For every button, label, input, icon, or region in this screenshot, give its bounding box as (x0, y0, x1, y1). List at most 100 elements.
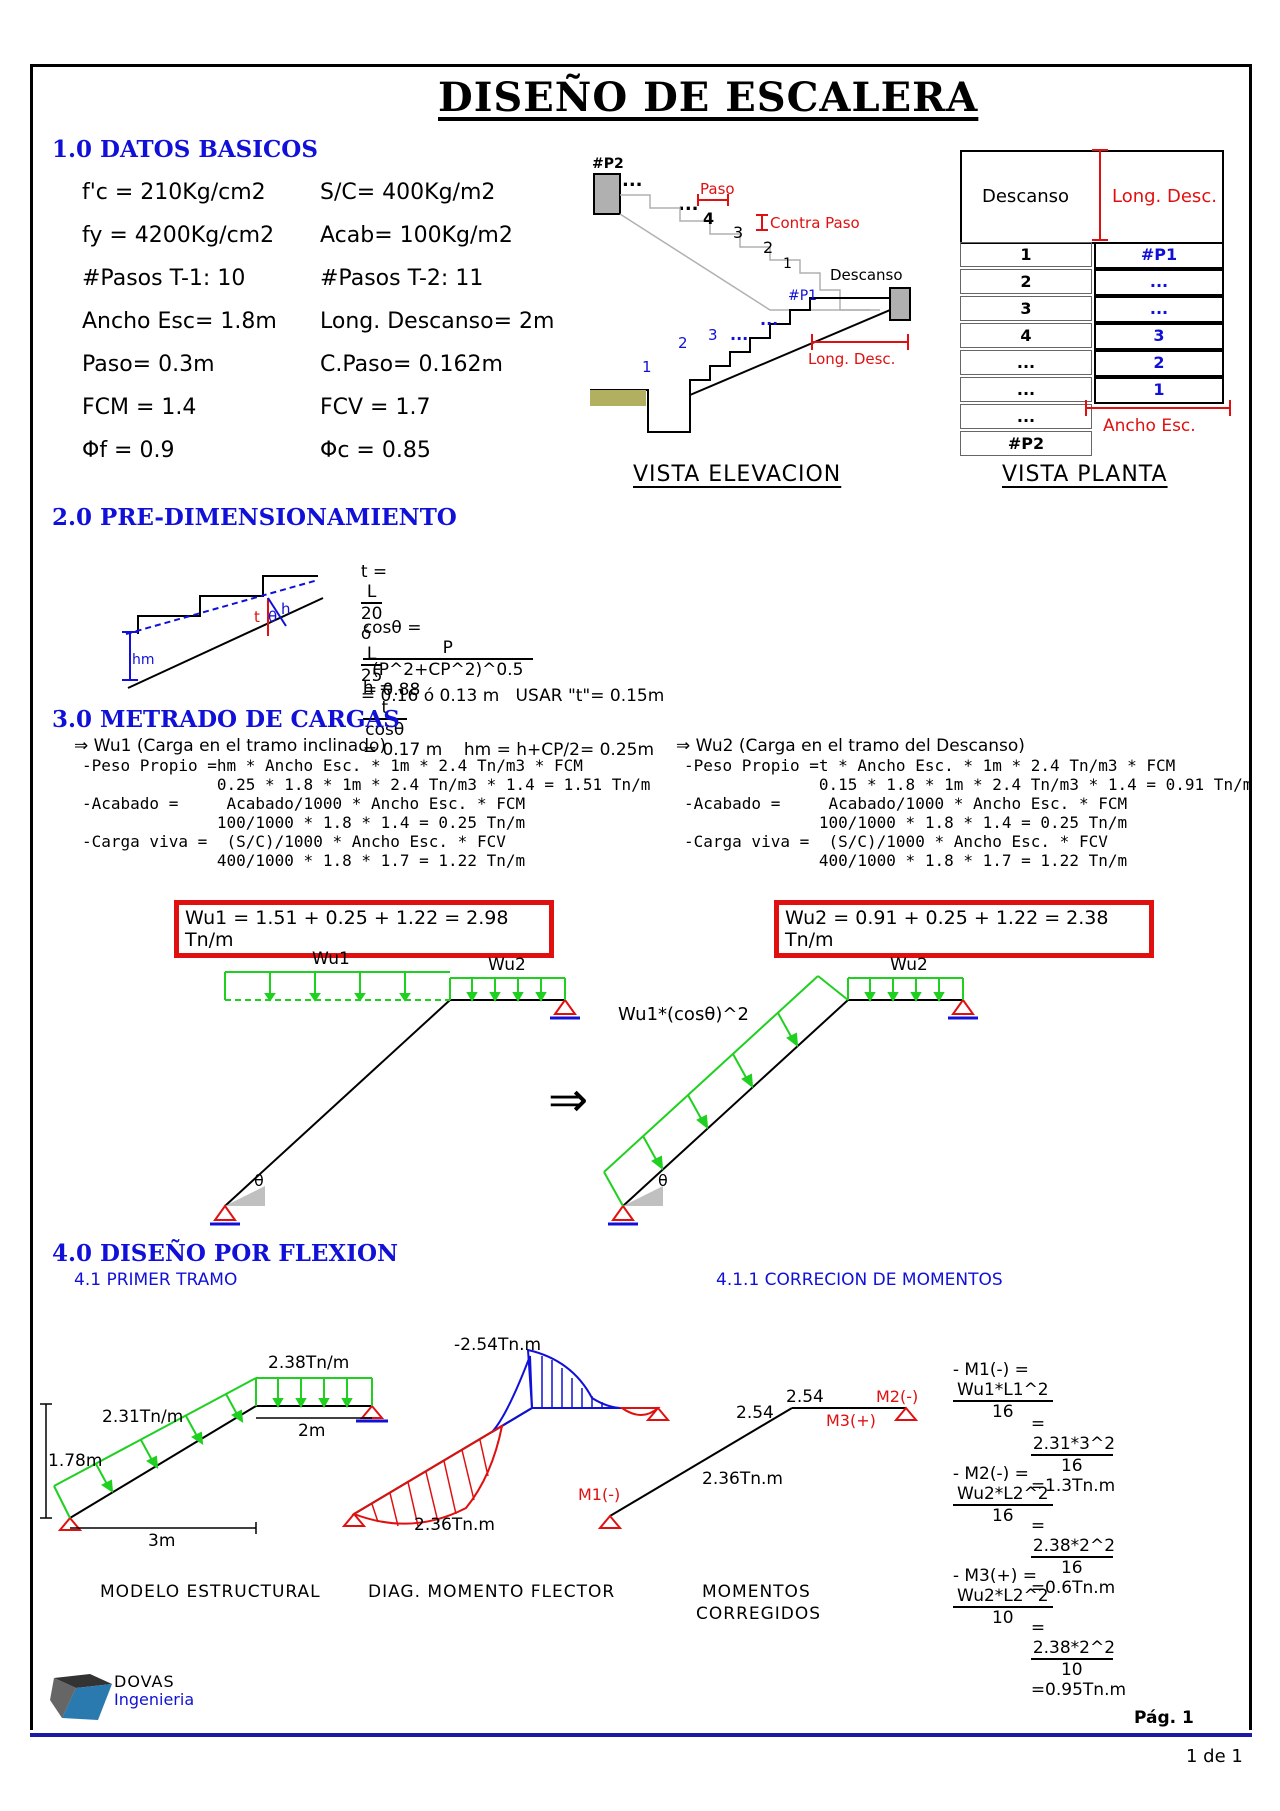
datos-left-1: fy = 4200Kg/cm2 (82, 223, 275, 248)
predim-h-label: h = (362, 678, 394, 698)
formula-m3-label: - M3(+) = (952, 1566, 1037, 1586)
wu2-heading: ⇒ Wu2 (Carga en el tramo del Descanso) (676, 736, 1025, 756)
modelo-l1-label: 3m (148, 1531, 175, 1551)
predim-cos-den: (P^2+CP^2)^0.5 (372, 660, 524, 680)
wu1-heading: ⇒ Wu1 (Carga en el tramo inclinado) (74, 736, 387, 756)
elev-paso-label: Paso (700, 180, 735, 198)
corr-m2: M2(-) (876, 1387, 918, 1406)
elev-lower-step-1: 1 (642, 358, 652, 376)
formula-m2-result: =0.6Tn.m (1030, 1578, 1116, 1598)
datos-right-5: FCV = 1.7 (320, 395, 431, 420)
planta-row: #P2 (960, 431, 1222, 456)
elev-lower-dots-2: ... (760, 310, 778, 329)
wu2-total-box: Wu2 = 0.91 + 0.25 + 1.22 = 2.38 Tn/m (774, 900, 1154, 958)
load-left-theta: θ (254, 1171, 264, 1190)
planta-row: 1#P1 (960, 242, 1224, 269)
load-right-theta: θ (658, 1171, 668, 1190)
planta-ancho-dim (1085, 400, 1231, 416)
datos-left-2: #Pasos T-1: 10 (82, 266, 246, 291)
planta-row-left: ... (960, 377, 1092, 402)
predim-cos-frac: P(P^2+CP^2)^0.5 (362, 638, 533, 680)
predim-fig-h: h (281, 600, 291, 618)
formula-m3-eq: = (1030, 1618, 1046, 1638)
corr-m1: M1(-) (578, 1485, 620, 1504)
predim-t-or: ó (360, 624, 372, 644)
dovas-logo (50, 1674, 112, 1720)
modelo-w2-label: 2.38Tn/m (268, 1353, 349, 1373)
planta-row-right: ... (1094, 269, 1224, 296)
formula-m1-den: 16 (991, 1402, 1014, 1422)
datos-right-6: Φc = 0.85 (320, 438, 431, 463)
wu2-line-4: -Carga viva = (S/C)/1000 * Ancho Esc. * … (684, 832, 1108, 851)
formula-m2-eq: = (1030, 1516, 1046, 1536)
corr-v2: 2.54 (736, 1403, 774, 1423)
planta-long-desc-label: Long. Desc. (1112, 186, 1217, 207)
vista-planta-caption: VISTA PLANTA (1002, 462, 1168, 487)
predim-h-den: cosθ (365, 720, 405, 740)
page-frame (30, 64, 1252, 1730)
planta-row-left: #P2 (960, 431, 1092, 456)
page-title: DISEÑO DE ESCALERA (438, 74, 979, 121)
datos-right-1: Acab= 100Kg/m2 (320, 223, 513, 248)
section-correcion-momentos: 4.1.1 CORRECION DE MOMENTOS (716, 1270, 1003, 1290)
modelo-l2-label: 2m (298, 1421, 325, 1441)
wu1-line-0: -Peso Propio =hm * Ancho Esc. * 1m * 2.4… (82, 756, 583, 775)
load-diagram-left: θ Wu1 Wu2 (210, 949, 580, 1226)
corr-v3: 2.36Tn.m (702, 1469, 783, 1489)
formula-m2-den: 16 (991, 1506, 1014, 1526)
datos-left-6: Φf = 0.9 (82, 438, 175, 463)
planta-row-left: 4 (960, 323, 1092, 348)
section-predimensionamiento: 2.0 PRE-DIMENSIONAMIENTO (52, 504, 457, 531)
wu1-line-2: -Acabado = Acabado/1000 * Ancho Esc. * F… (82, 794, 526, 813)
planta-row: ...2 (960, 350, 1224, 377)
datos-right-2: #Pasos T-2: 11 (320, 266, 484, 291)
planta-row: ...1 (960, 377, 1224, 404)
elev-step-1: 1 (783, 256, 792, 272)
elev-p1-label: #P1 (788, 288, 817, 304)
load-left-wu2: Wu2 (488, 955, 526, 975)
planta-row-right: 2 (1094, 350, 1224, 377)
formula-m2-num: Wu2*L2^2 (952, 1484, 1053, 1506)
predim-t-frac2-num: L (360, 644, 383, 666)
diag-pos-label: 2.36Tn.m (414, 1515, 495, 1535)
wu1-total-box: Wu1 = 1.51 + 0.25 + 1.22 = 2.98 Tn/m (174, 900, 554, 958)
predim-fig-hm: hm (132, 652, 155, 668)
elev-descanso-label: Descanso (830, 266, 903, 284)
elev-step-2: 2 (763, 238, 773, 257)
planta-row-left: 1 (960, 242, 1092, 267)
predim-t-frac2-den: 25 (360, 666, 383, 686)
planta-row-right: #P1 (1094, 242, 1224, 269)
formula-m1-label: - M1(-) = (952, 1360, 1029, 1380)
planta-row-left: ... (960, 350, 1092, 375)
vista-elevacion-drawing: #P2 ... ... 4 3 2 1 Paso Contra Paso Des… (590, 156, 911, 433)
datos-right-4: C.Paso= 0.162m (320, 352, 503, 377)
datos-left-4: Paso= 0.3m (82, 352, 215, 377)
planta-row: 3... (960, 296, 1224, 323)
elev-dots-2: ... (678, 194, 699, 215)
planta-long-desc-dim (1092, 149, 1108, 241)
formula-m2-label: - M2(-) = (952, 1464, 1029, 1484)
corr-m3: M3(+) (826, 1411, 876, 1430)
wu2-line-1: 0.15 * 1.8 * 1m * 2.4 Tn/m3 * 1.4 = 0.91… (684, 775, 1253, 794)
elev-long-desc-label: Long. Desc. (808, 350, 895, 368)
datos-left-3: Ancho Esc= 1.8m (82, 309, 277, 334)
formula-m1-num: Wu1*L1^2 (952, 1380, 1053, 1402)
predim-cos-result: = 0.88 (362, 680, 421, 700)
datos-right-3: Long. Descanso= 2m (320, 309, 555, 334)
wu1-line-5: 400/1000 * 1.8 * 1.7 = 1.22 Tn/m (82, 851, 526, 870)
modelo-w1-label: 2.31Tn/m (102, 1407, 183, 1427)
planta-row: 2... (960, 269, 1224, 296)
page-counter: 1 de 1 (1186, 1746, 1243, 1767)
formula-m1-result: =1.3Tn.m (1030, 1476, 1116, 1496)
predim-h-num: t (362, 698, 407, 720)
